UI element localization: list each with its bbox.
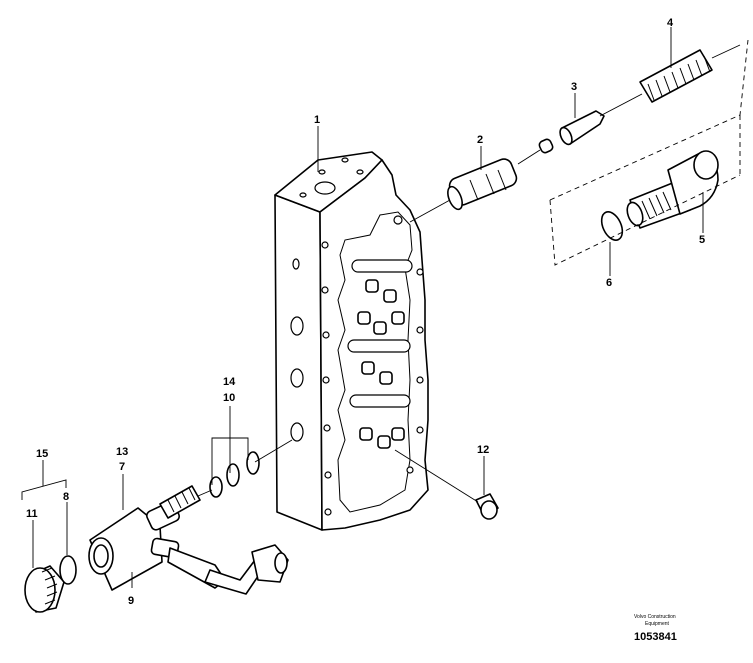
callout-5: 5 [699, 234, 705, 246]
assembly-lines [197, 39, 749, 503]
credit-line-1: Volvo Construction [634, 614, 676, 620]
spool [447, 158, 518, 211]
callout-9: 9 [128, 595, 134, 607]
callout-13: 13 [116, 446, 128, 458]
figure-number: 1053841 [634, 631, 677, 643]
callout-11: 11 [26, 508, 38, 520]
knurled-nut [24, 565, 65, 613]
callout-12: 12 [477, 444, 489, 456]
callout-3: 3 [571, 81, 577, 93]
spring [639, 49, 713, 103]
o-ring-8 [59, 555, 77, 585]
callout-8: 8 [63, 491, 69, 503]
plug [626, 150, 719, 229]
solenoid-valve [88, 485, 289, 595]
callout-14: 14 [223, 376, 236, 388]
o-rings-set [209, 451, 260, 498]
o-ring [600, 211, 624, 241]
callout-1: 1 [314, 114, 320, 126]
callout-7: 7 [119, 461, 125, 473]
callout-leaders [21, 27, 704, 588]
credit-line-2: Equipment [645, 621, 670, 627]
callout-6: 6 [606, 277, 612, 289]
small-plug [475, 493, 499, 520]
valve-body [274, 151, 429, 531]
callout-4: 4 [667, 17, 674, 29]
callout-2: 2 [477, 134, 483, 146]
plunger [538, 110, 605, 154]
callout-10: 10 [223, 392, 235, 404]
callout-15: 15 [36, 448, 48, 460]
